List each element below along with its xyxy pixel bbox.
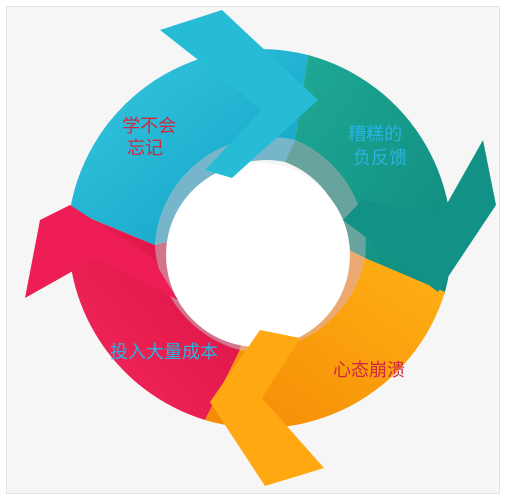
- label-learn-forget-line2: 忘记: [127, 138, 163, 159]
- label-mental-collapse: 心态崩溃: [333, 360, 405, 381]
- label-mental-collapse-line1: 心态崩溃: [333, 360, 405, 381]
- label-invest-cost: 投入大量成本: [110, 342, 218, 363]
- label-invest-cost-line1: 投入大量成本: [110, 342, 218, 363]
- ring-center: [166, 163, 350, 347]
- label-learn-forget-line1: 学不会: [122, 116, 176, 137]
- arrowhead-bottom: [210, 330, 324, 486]
- label-negative-feedback-line2: 负反馈: [353, 148, 407, 169]
- arrowhead-left: [25, 205, 178, 300]
- arrowhead-top: [160, 10, 318, 178]
- label-negative-feedback-line1: 糟糕的: [348, 124, 402, 145]
- arrowhead-right: [343, 140, 496, 292]
- label-negative-feedback: 糟糕的 负反馈: [348, 124, 408, 169]
- label-learn-forget: 学不会 忘记: [122, 116, 182, 159]
